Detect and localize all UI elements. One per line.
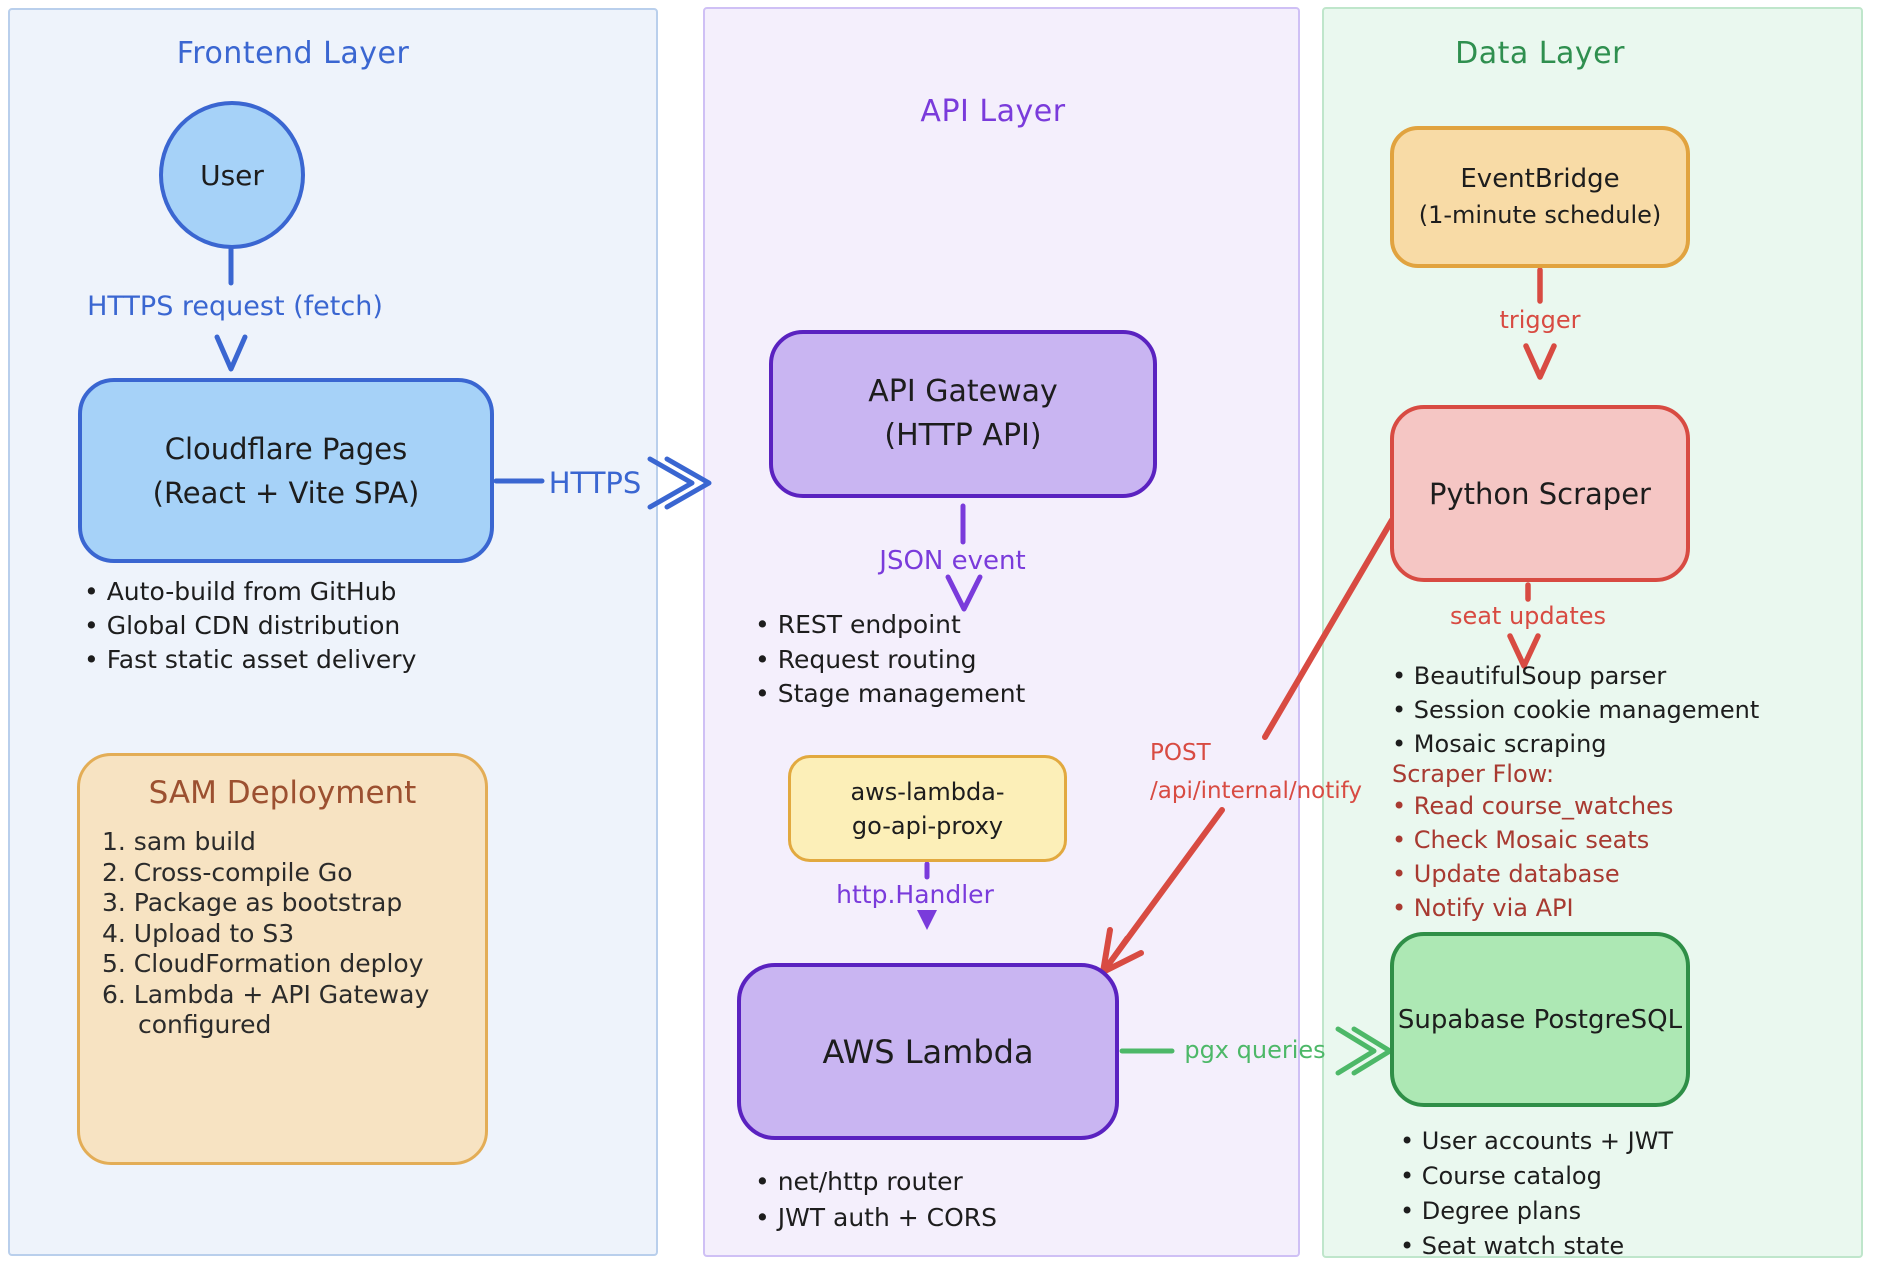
proxy-title-line1: aws-lambda- [850,777,1005,806]
list-item: Update database [1392,857,1673,891]
scraper-feature-list: BeautifulSoup parser Session cookie mana… [1392,659,1760,761]
list-item: REST endpoint [755,608,1025,643]
list-item: Mosaic scraping [1392,727,1759,761]
list-item: 1. sam build [102,827,256,856]
api-gateway-node: API Gateway (HTTP API) [769,330,1157,498]
eventbridge-title-line1: EventBridge [1460,164,1620,194]
trigger-label: trigger [1499,306,1581,334]
https-label: HTTPS [548,466,642,500]
seat-updates-label: seat updates [1449,602,1607,630]
python-scraper-label: Python Scraper [1429,476,1651,511]
sam-deployment-node: SAM Deployment 1. sam build 2. Cross-com… [77,753,488,1165]
pgx-queries-label: pgx queries [1184,1036,1326,1064]
go-api-proxy-node: aws-lambda- go-api-proxy [788,755,1067,862]
supabase-feature-list: User accounts + JWT Course catalog Degre… [1400,1124,1673,1264]
cloudflare-pages-node: Cloudflare Pages (React + Vite SPA) [78,378,494,563]
api-layer-title: API Layer [920,94,1066,129]
json-event-label: JSON event [879,546,1026,576]
list-item: Global CDN distribution [84,609,416,643]
sam-deployment-steps: 1. sam build 2. Cross-compile Go 3. Pack… [102,827,442,1041]
list-item: User accounts + JWT [1400,1124,1673,1159]
list-item: 2. Cross-compile Go [102,857,353,887]
aws-lambda-node: AWS Lambda [737,963,1119,1140]
user-node: User [159,101,305,249]
https-request-label: HTTPS request (fetch) [87,291,383,322]
api-gateway-feature-list: REST endpoint Request routing Stage mana… [755,608,1026,712]
aws-lambda-label: AWS Lambda [822,1032,1034,1071]
list-item: Degree plans [1400,1194,1673,1229]
list-item: Stage management [755,677,1026,712]
supabase-node: Supabase PostgreSQL [1390,932,1690,1107]
list-item: Request routing [755,643,1025,678]
eventbridge-title-line2: (1-minute schedule) [1418,201,1662,229]
list-item: JWT auth + CORS [755,1200,997,1236]
list-item: net/http router [755,1164,997,1200]
list-item: 6. Lambda + API Gateway configured [102,979,430,1040]
proxy-title-line2: go-api-proxy [851,811,1004,840]
list-item: 5. CloudFormation deploy [102,949,424,978]
api-gateway-title-line2: (HTTP API) [884,418,1042,453]
list-item: BeautifulSoup parser [1392,659,1759,693]
sam-deployment-title: SAM Deployment [148,775,417,811]
scraper-flow-title: Scraper Flow: [1392,760,1555,788]
post-label-line2: /api/internal/notify [1150,778,1362,804]
list-item: Fast static asset delivery [84,643,417,677]
list-item: Auto-build from GitHub [84,575,416,609]
frontend-layer-title: Frontend Layer [176,36,410,71]
list-item: Notify via API [1392,891,1673,925]
api-gateway-title-line1: API Gateway [868,374,1058,409]
post-label-line1: POST [1150,740,1211,766]
aws-lambda-feature-list: net/http router JWT auth + CORS [755,1164,997,1236]
python-scraper-node: Python Scraper [1390,405,1690,582]
list-item: Seat watch state [1400,1229,1673,1264]
data-layer-title: Data Layer [1455,36,1625,71]
eventbridge-node: EventBridge (1-minute schedule) [1390,126,1690,268]
list-item: Session cookie management [1392,693,1760,727]
cloudflare-title-line2: (React + Vite SPA) [152,475,420,510]
user-label: User [200,158,264,192]
cloudflare-title-line1: Cloudflare Pages [164,431,408,466]
scraper-flow-list: Read course_watches Check Mosaic seats U… [1392,789,1674,925]
list-item: Course catalog [1400,1159,1673,1194]
http-handler-label: http.Handler [836,880,994,909]
supabase-label: Supabase PostgreSQL [1397,1004,1683,1035]
list-item: 4. Upload to S3 [102,918,295,948]
list-item: 3. Package as bootstrap [102,888,403,917]
list-item: Check Mosaic seats [1392,823,1673,857]
cloudflare-feature-list: Auto-build from GitHub Global CDN distri… [84,575,417,677]
list-item: Read course_watches [1392,789,1674,823]
